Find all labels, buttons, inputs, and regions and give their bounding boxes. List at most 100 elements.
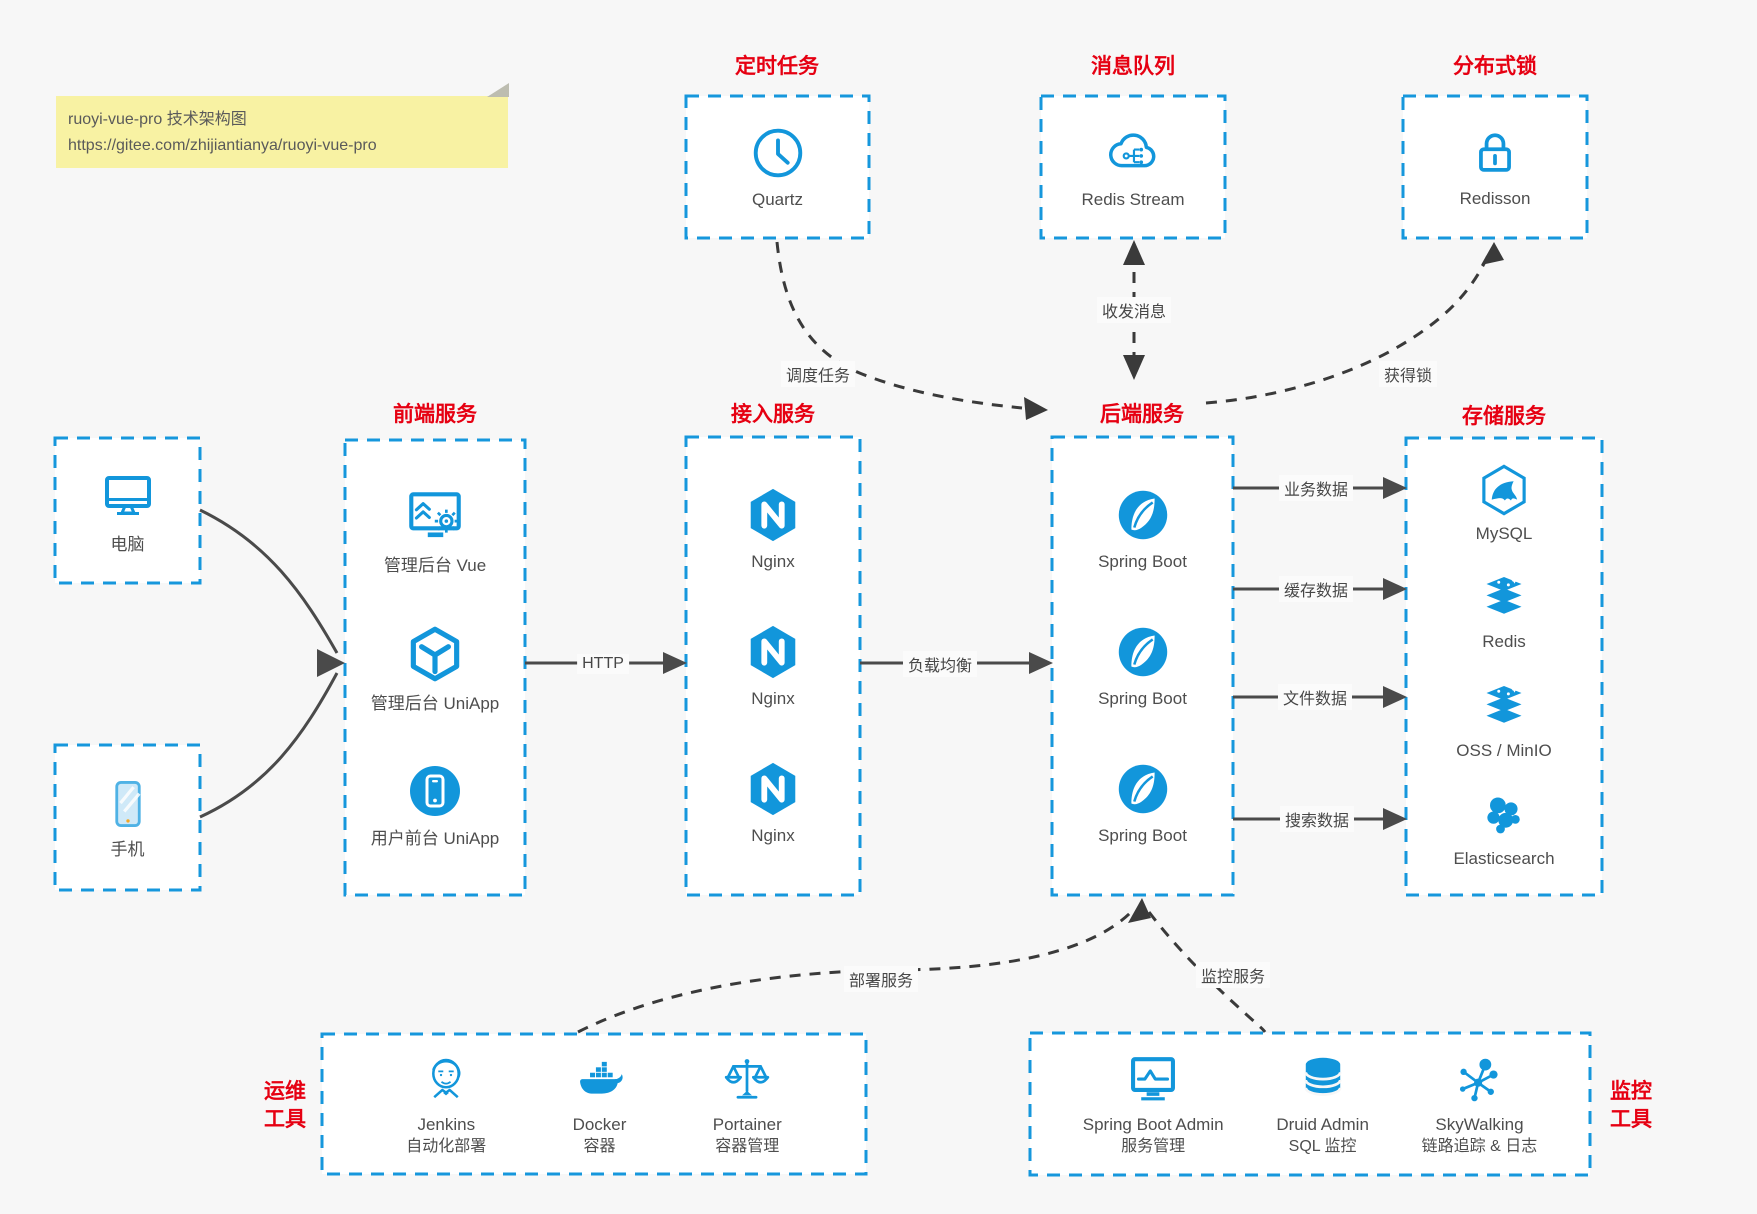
- arrowhead-search-data: [1383, 808, 1407, 830]
- node-nginx-2: Nginx: [742, 621, 804, 711]
- elasticsearch-icon: [1476, 787, 1532, 843]
- node-label-quartz: Quartz: [751, 190, 804, 210]
- arrowhead-schedule-task: [1024, 397, 1048, 420]
- box-lock: [1401, 94, 1589, 240]
- monitoring-side-title-line2: 工具: [1610, 1108, 1652, 1132]
- edge-label-load-balance: 负载均衡: [902, 651, 978, 677]
- group-title-backend: 后端服务: [1100, 403, 1184, 426]
- node-admin-uniapp: 管理后台 UniApp: [371, 622, 499, 716]
- desktop-icon: [96, 465, 160, 529]
- arrowhead-file-data: [1383, 686, 1407, 708]
- node-druid-admin: Druid Admin SQL 监控: [1276, 1051, 1369, 1158]
- node-label-admin-vue: 管理后台 Vue: [383, 555, 487, 575]
- node-label-admin-uniapp: 管理后台 UniApp: [370, 693, 500, 713]
- edge-label-schedule-task: 调度任务: [780, 361, 856, 387]
- arrowhead-cache-data: [1383, 578, 1407, 600]
- node-admin-vue: 管理后台 Vue: [384, 484, 486, 578]
- devops-side-title-line1: 运维: [264, 1080, 306, 1103]
- node-group-devops: Jenkins 自动化部署 Docker 容器 Portainer 容器管理: [322, 1034, 866, 1174]
- node-docker: Docker 容器: [571, 1051, 629, 1158]
- spring-boot-admin-icon: [1124, 1051, 1182, 1109]
- node-portainer: Portainer 容器管理: [713, 1051, 782, 1158]
- arrowhead-deploy: [1128, 898, 1151, 923]
- skywalking-icon: [1450, 1051, 1508, 1109]
- node-mobile: 手机: [98, 774, 158, 862]
- node-sublabel-portainer: 容器管理: [715, 1137, 780, 1155]
- arrowhead-business-data: [1383, 477, 1407, 499]
- monitoring-side-title-line1: 监控: [1610, 1080, 1652, 1103]
- group-title-scheduler: 定时任务: [735, 55, 819, 78]
- nginx-icon: [742, 621, 804, 683]
- edge-acquire-lock-curve: [1205, 252, 1491, 405]
- node-group-mobile: 手机: [55, 745, 200, 890]
- node-sublabel-spring-boot-admin: 服务管理: [1121, 1137, 1186, 1155]
- node-label-mobile: 手机: [110, 839, 145, 859]
- node-label-pc: 电脑: [110, 534, 145, 554]
- node-label-redis: Redis: [1482, 632, 1526, 652]
- node-quartz: Quartz: [747, 122, 809, 212]
- node-spring-boot-admin: Spring Boot Admin 服务管理: [1083, 1051, 1224, 1158]
- node-springboot-3: Spring Boot: [1098, 758, 1187, 848]
- cloud-mq-icon: [1102, 122, 1164, 184]
- node-nginx-1: Nginx: [742, 484, 804, 574]
- box-scheduler: [684, 94, 871, 240]
- node-oss-minio: OSS / MinIO: [1456, 679, 1552, 763]
- node-pc: 电脑: [96, 465, 160, 557]
- node-redis: Redis: [1476, 570, 1532, 654]
- node-label-springboot-1: Spring Boot: [1098, 552, 1187, 572]
- node-label-spring-boot-admin: Spring Boot Admin: [1082, 1114, 1224, 1134]
- docker-icon: [571, 1051, 629, 1109]
- edge-label-cache-data: 缓存数据: [1278, 576, 1354, 602]
- node-label-skywalking: SkyWalking: [1435, 1114, 1524, 1134]
- node-label-springboot-2: Spring Boot: [1098, 689, 1187, 709]
- edge-label-http: HTTP: [577, 654, 629, 674]
- uniapp-cube-icon: [402, 622, 468, 688]
- mysql-icon: [1476, 462, 1532, 518]
- arrowhead-acquire-lock: [1481, 242, 1504, 265]
- node-label-nginx-3: Nginx: [751, 826, 795, 846]
- node-group-frontend: 管理后台 Vue 管理后台 UniApp 用户前台 UniApp: [345, 440, 525, 895]
- sticky-note: ruoyi-vue-pro 技术架构图 https://gitee.com/zh…: [56, 83, 509, 168]
- node-mysql: MySQL: [1476, 462, 1532, 546]
- spring-boot-icon: [1112, 758, 1174, 820]
- spring-boot-icon: [1112, 484, 1174, 546]
- node-group-gateway: Nginx Nginx Nginx: [686, 437, 860, 895]
- admin-vue-icon: [402, 484, 468, 550]
- edge-label-deploy-service: 部署服务: [843, 966, 919, 992]
- group-title-lock: 分布式锁: [1453, 55, 1537, 78]
- node-label-user-uniapp: 用户前台 UniApp: [370, 829, 500, 849]
- node-group-lock: Redisson: [1403, 96, 1587, 238]
- portainer-icon: [718, 1051, 776, 1109]
- node-group-pc: 电脑: [55, 438, 200, 583]
- arrowhead-message-down: [1123, 355, 1145, 380]
- node-label-oss-minio: OSS / MinIO: [1456, 740, 1552, 760]
- node-sublabel-skywalking: 链路追踪 & 日志: [1421, 1137, 1538, 1155]
- node-label-nginx-2: Nginx: [751, 689, 795, 709]
- note-title: ruoyi-vue-pro 技术架构图: [68, 111, 247, 128]
- node-label-springboot-3: Spring Boot: [1098, 826, 1187, 846]
- group-title-mq: 消息队列: [1091, 55, 1175, 78]
- arrowhead-http: [663, 652, 687, 674]
- node-skywalking: SkyWalking 链路追踪 & 日志: [1421, 1051, 1538, 1158]
- edge-mobile-to-frontend: [199, 672, 339, 819]
- nginx-icon: [742, 758, 804, 820]
- clock-icon: [747, 122, 809, 184]
- devops-side-title-line2: 工具: [264, 1108, 306, 1132]
- node-sublabel-jenkins: 自动化部署: [406, 1137, 487, 1155]
- note-url: https://gitee.com/zhijiantianya/ruoyi-vu…: [68, 136, 377, 154]
- group-title-storage: 存储服务: [1462, 405, 1546, 428]
- jenkins-icon: [417, 1051, 475, 1109]
- node-label-elasticsearch: Elasticsearch: [1453, 848, 1555, 868]
- nginx-icon: [742, 484, 804, 546]
- oss-minio-icon: [1476, 679, 1532, 735]
- box-devops: [320, 1032, 868, 1176]
- node-group-mq: Redis Stream: [1041, 96, 1225, 238]
- node-redis-stream: Redis Stream: [1082, 122, 1184, 212]
- node-label-druid-admin: Druid Admin: [1276, 1114, 1369, 1134]
- arrowhead-message-up: [1123, 240, 1145, 265]
- edge-schedule-task-curve: [775, 241, 1023, 410]
- edge-monitor-curve: [1147, 911, 1267, 1033]
- node-springboot-1: Spring Boot: [1098, 484, 1187, 574]
- druid-icon: [1294, 1051, 1352, 1109]
- box-frontend: [343, 438, 527, 897]
